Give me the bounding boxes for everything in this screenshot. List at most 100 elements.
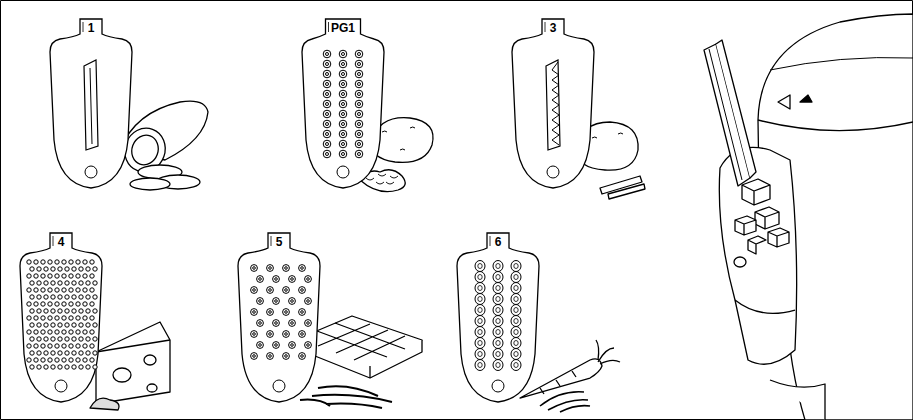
grating-hole (76, 330, 80, 334)
grating-hole (90, 344, 94, 348)
grating-hole (355, 120, 363, 128)
grating-hole (493, 327, 503, 338)
grating-hole (323, 150, 331, 158)
grating-hole (76, 344, 80, 348)
grating-hole (307, 300, 310, 303)
grating-hole (34, 302, 38, 306)
grating-hole (339, 70, 347, 78)
grating-hole (37, 365, 41, 369)
grating-hole (86, 365, 90, 369)
grating-hole (514, 275, 518, 280)
grating-hole (72, 351, 76, 355)
grating-hole (493, 305, 503, 316)
grating-hole (475, 360, 485, 371)
tab-detail (271, 236, 272, 246)
grating-hole (355, 140, 363, 148)
grating-hole (65, 351, 69, 355)
tab-detail (490, 236, 491, 246)
grating-hole (475, 305, 485, 316)
grating-hole (493, 294, 503, 305)
grating-hole (478, 308, 482, 313)
grating-hole (30, 337, 34, 341)
grating-hole (41, 288, 45, 292)
grating-hole (305, 342, 312, 349)
grating-hole (251, 265, 258, 272)
grating-hole (342, 133, 345, 136)
grating-hole (62, 330, 66, 334)
grating-hole (86, 337, 90, 341)
grating-hole (358, 133, 361, 136)
grating-hole (285, 333, 288, 336)
grating-hole (326, 93, 329, 96)
grating-hole (72, 365, 76, 369)
disc-hole (55, 380, 67, 392)
grating-hole (301, 289, 304, 292)
grating-hole (339, 50, 347, 58)
grating-hole (326, 123, 329, 126)
grating-hole (269, 355, 272, 358)
grating-hole (37, 295, 41, 299)
grating-hole (41, 316, 45, 320)
grating-hole (339, 130, 347, 138)
disc-outline (510, 18, 596, 190)
grating-hole (273, 298, 280, 305)
grating-hole (339, 140, 347, 148)
grating-hole (514, 264, 518, 269)
grating-hole (326, 143, 329, 146)
grating-hole (37, 281, 41, 285)
grating-hole (475, 272, 485, 283)
grating-hole (51, 323, 55, 327)
disc-body (302, 19, 384, 188)
disc-number-row: PG1 (300, 21, 386, 35)
grating-hole (65, 267, 69, 271)
grating-hole (511, 338, 521, 349)
grating-hole (86, 351, 90, 355)
grating-hole (496, 341, 500, 346)
grating-hole (83, 316, 87, 320)
grating-hole (65, 281, 69, 285)
grating-disc: 5 (236, 232, 322, 404)
grating-hole (259, 300, 262, 303)
grating-hole (323, 110, 331, 118)
grating-hole (69, 302, 73, 306)
grating-hole (475, 283, 485, 294)
disc-number: 1 (88, 21, 95, 35)
grating-hole (358, 123, 361, 126)
grating-hole (305, 276, 312, 283)
grating-hole (289, 342, 296, 349)
grating-hole (93, 281, 97, 285)
grating-hole (62, 302, 66, 306)
grating-disc: 3 (510, 18, 596, 190)
grating-hole (253, 267, 256, 270)
grating-hole (493, 272, 503, 283)
vegetable-cubes (735, 179, 789, 254)
grating-hole (251, 331, 258, 338)
grating-hole (34, 260, 38, 264)
grating-hole (34, 274, 38, 278)
disc-hole (273, 380, 285, 392)
grating-hole (44, 309, 48, 313)
grating-hole (44, 323, 48, 327)
grating-hole (27, 330, 31, 334)
grating-hole (30, 281, 34, 285)
grating-hole (496, 297, 500, 302)
grating-hole (55, 302, 59, 306)
grating-hole (83, 344, 87, 348)
grating-hole (44, 281, 48, 285)
tab-detail (328, 22, 329, 32)
grating-hole (79, 365, 83, 369)
grating-hole (253, 311, 256, 314)
disc-outline (455, 232, 541, 404)
grating-hole (496, 308, 500, 313)
grating-hole (273, 276, 280, 283)
disc-number-row: 5 (236, 235, 322, 249)
grating-hole (342, 153, 345, 156)
grating-hole (83, 358, 87, 362)
grating-hole (299, 331, 306, 338)
grating-hole (69, 344, 73, 348)
grating-hole (267, 265, 274, 272)
grating-hole (323, 140, 331, 148)
disc-number-row: 1 (48, 21, 134, 35)
grating-hole (30, 309, 34, 313)
